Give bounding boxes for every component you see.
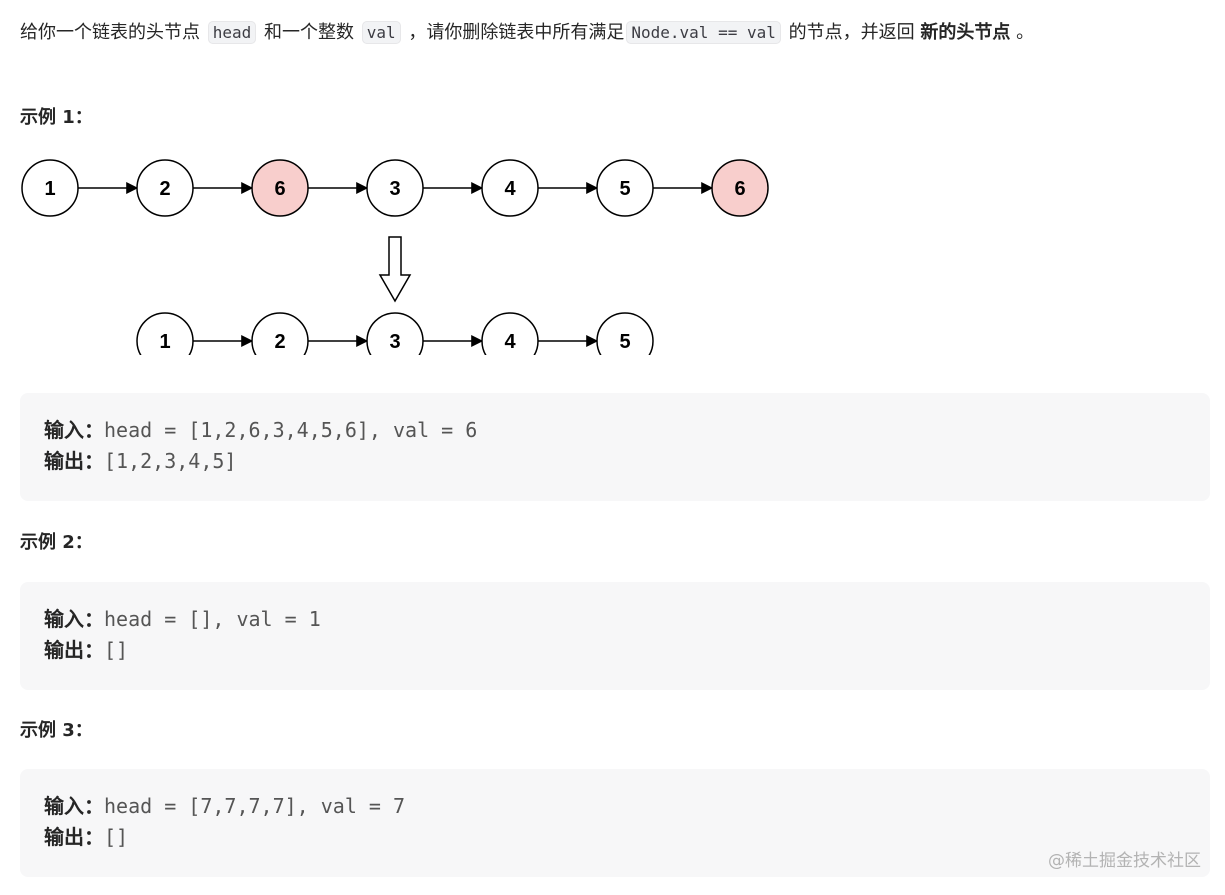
- linked-list-diagram: 1 2 6 3 4 5 6 1 2 3 4 5: [21, 159, 769, 355]
- intro-text-5: 。: [1016, 22, 1035, 43]
- before-list: 1 2 6 3 4 5 6: [21, 159, 769, 217]
- output-value: [1,2,3,4,5]: [104, 449, 237, 473]
- list-node: [21, 159, 79, 217]
- input-value: head = [7,7,7,7], val = 7: [104, 794, 406, 818]
- removed-list-node: [711, 159, 769, 217]
- code-val: val: [361, 21, 401, 44]
- output-label: 输出：: [44, 449, 104, 473]
- output-value: []: [104, 825, 129, 849]
- list-node-value: 5: [619, 331, 630, 353]
- list-node: [251, 312, 309, 355]
- list-node-value: 1: [44, 178, 55, 200]
- list-node-value: 4: [504, 331, 516, 353]
- output-label: 输出：: [44, 638, 104, 662]
- list-node: [596, 159, 654, 217]
- example-2-code-block: 输入：head = [], val = 1 输出：[]: [20, 582, 1210, 690]
- example-3-output: 输出：[]: [44, 822, 1186, 853]
- example-3-title: 示例 3：: [20, 720, 93, 741]
- input-value: head = [], val = 1: [104, 607, 321, 631]
- code-condition: Node.val == val: [626, 21, 781, 44]
- example-2-input: 输入：head = [], val = 1: [44, 604, 1186, 635]
- intro-text-2: 和一个整数: [264, 22, 354, 43]
- list-node: [481, 312, 539, 355]
- example-1-code-block: 输入：head = [1,2,6,3,4,5,6], val = 6 输出：[1…: [20, 393, 1210, 501]
- example-1-output: 输出：[1,2,3,4,5]: [44, 446, 1186, 477]
- after-list: 1 2 3 4 5: [136, 312, 654, 355]
- example-2-title: 示例 2：: [20, 532, 93, 553]
- example-2-output: 输出：[]: [44, 635, 1186, 666]
- watermark: @稀土掘金技术社区: [1048, 851, 1201, 871]
- list-node: [136, 159, 194, 217]
- list-node-value: 3: [389, 331, 400, 353]
- list-node-value: 6: [734, 178, 745, 200]
- input-label: 输入：: [44, 607, 104, 631]
- list-node-value: 3: [389, 178, 400, 200]
- list-node: [596, 312, 654, 355]
- list-node-value: 6: [274, 178, 285, 200]
- input-label: 输入：: [44, 794, 104, 818]
- list-node-value: 1: [159, 331, 170, 353]
- output-label: 输出：: [44, 825, 104, 849]
- output-value: []: [104, 638, 129, 662]
- example-3-code-block: 输入：head = [7,7,7,7], val = 7 输出：[]: [20, 769, 1210, 877]
- example-3-input: 输入：head = [7,7,7,7], val = 7: [44, 791, 1186, 822]
- example-1-title: 示例 1：: [20, 107, 93, 128]
- intro-text-3: ，请你删除链表中所有满足: [408, 22, 625, 43]
- input-label: 输入：: [44, 418, 104, 442]
- list-node-value: 2: [159, 178, 170, 200]
- list-node: [136, 312, 194, 355]
- intro-text-1: 给你一个链表的头节点: [20, 22, 200, 43]
- list-node-value: 4: [504, 178, 516, 200]
- list-node-value: 2: [274, 331, 285, 353]
- transform-down-arrow-icon: [378, 236, 412, 303]
- list-node: [366, 159, 424, 217]
- list-node: [366, 312, 424, 355]
- intro-text-4: 的节点，并返回: [788, 22, 915, 43]
- list-node-value: 5: [619, 178, 630, 200]
- removed-list-node: [251, 159, 309, 217]
- list-node: [481, 159, 539, 217]
- example-1-input: 输入：head = [1,2,6,3,4,5,6], val = 6: [44, 415, 1186, 446]
- input-value: head = [1,2,6,3,4,5,6], val = 6: [104, 418, 478, 442]
- code-head: head: [207, 21, 257, 44]
- intro-bold: 新的头节点: [920, 22, 1011, 43]
